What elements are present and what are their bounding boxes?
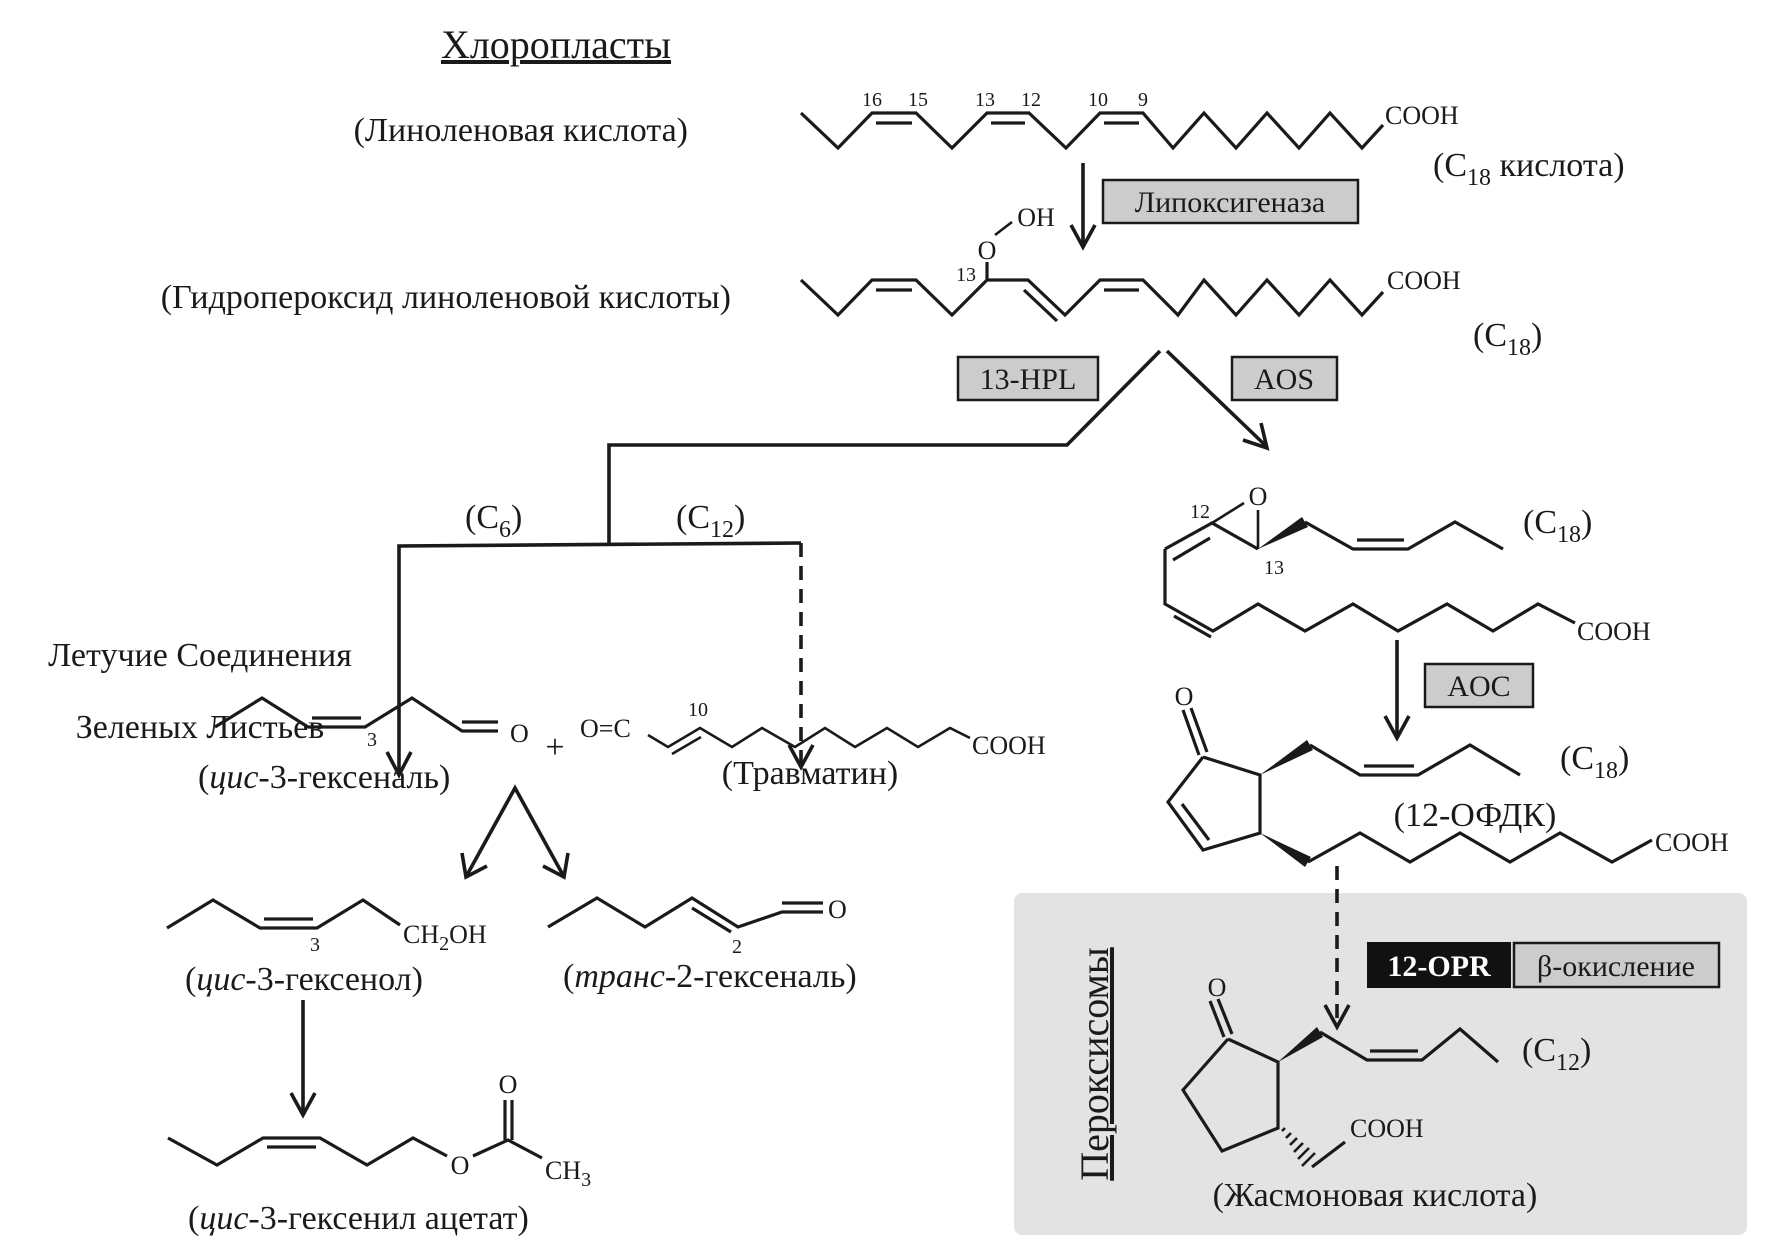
c6-branch [397,541,802,773]
hpl-branch-line [607,349,1162,543]
lipoxygenase-box [1101,178,1360,225]
linolenic-acid-label: (Линоленовая кислота) [354,112,688,149]
position-label: 16 [862,89,882,111]
position-label: 12 [1190,501,1210,523]
arrowhead-icon [1242,422,1270,451]
opda-formula-label: (C18) [1560,740,1629,784]
allene-oxide-formula-label: (C18) [1523,504,1592,548]
jasmonic-acid-label: (Жасмоновая кислота) [1213,1177,1538,1214]
arrowhead-icon [460,852,488,880]
hydroperoxide-structure: O OH 13 COOH (C18) [799,203,1542,361]
hydroxyl-group: OH [1017,203,1055,232]
aoc-label: AOC [1447,670,1510,703]
cis-3-hexenol-label: (цис-3-гексенол) [185,961,423,998]
trans-2-hexenal-structure: O 2 [547,895,847,958]
position-label: 2 [732,936,742,958]
aos-arrow [1165,349,1267,447]
arrowhead-icon [787,744,815,771]
position-label: 13 [1264,557,1284,579]
carbonyl-oxygen: O [499,1070,518,1099]
arrowhead-icon [385,751,413,779]
jasmonic-formula-label: (C12) [1522,1032,1591,1076]
hpl-box [956,355,1100,402]
peroxisomes-title: Пероксисомы [1072,947,1117,1180]
position-label: 10 [688,699,708,721]
plus-sign: + [545,729,564,766]
cooh-group: COOH [1655,828,1729,857]
carbonyl-oxygen: O [1208,973,1227,1002]
cis-3-hexenal-label: (цис-3-гексеналь) [198,759,450,796]
position-label: 12 [1021,89,1041,111]
position-label: 10 [1088,89,1108,111]
traumatin-label: (Травматин) [722,755,898,792]
linolenic-acid-structure: 16 15 13 12 10 9 COOH (C18 кислота) [799,89,1625,191]
aos-box [1230,355,1339,402]
hydroxymethyl-group: CH2OH [403,920,487,955]
hydroperoxide-label: (Гидропероксид линоленовой кислоты) [161,279,731,316]
position-label: 3 [310,934,320,956]
cooh-group: COOH [1577,617,1651,646]
c12-label: (C12) [676,499,745,543]
opr-box [1367,942,1511,988]
glv-label-line2: Зеленых Листьев [76,709,325,746]
cooh-group: COOH [1385,101,1459,130]
hexenal-split-arrows [465,784,565,876]
position-label: 3 [367,729,377,751]
glv-label-line1: Летучие Соединения [48,637,352,674]
position-label: 15 [908,89,928,111]
allene-oxide-structure: O 12 13 COOH (C18) [1163,482,1651,646]
cis-3-hexenyl-acetate-label: (цис-3-гексенил ацетат) [188,1200,529,1237]
hpl-label: 13-HPL [980,363,1077,396]
oxygen-atom: O [978,236,997,265]
cis-3-hexenyl-acetate-structure: O O CH3 [167,1070,591,1191]
cis-3-hexenol-structure: 3 CH2OH [166,898,487,956]
beta-oxidation-box [1512,941,1721,989]
aldehyde-head: O=C [580,714,631,743]
position-label: 13 [956,264,976,286]
arrowhead-icon [1323,1004,1351,1031]
opda-structure: O COOH (C18) (12-ОФДК) [1165,682,1729,867]
aos-label: AOS [1254,363,1314,396]
cis-3-hexenal-structure: O 3 [214,696,529,751]
ester-oxygen: O [451,1151,470,1180]
lipoxygenase-label: Липоксигеназа [1135,186,1325,219]
arrowhead-icon [1069,224,1097,251]
oxygen-atom: O [828,895,847,924]
jasmonic-acid-structure: O COOH (C12) [1181,973,1591,1169]
hydroperoxide-formula-label: (C18) [1473,317,1542,361]
carbonyl-oxygen: O [1175,682,1194,711]
linolenic-formula-label: (C18 кислота) [1433,147,1625,191]
cooh-group: COOH [1350,1114,1424,1143]
trans-2-hexenal-label: (транс-2-гексеналь) [563,958,857,995]
methyl-group: CH3 [545,1156,591,1191]
beta-oxidation-label: β-окисление [1537,950,1695,983]
oxygen-atom: O [510,719,529,748]
chloroplasts-title: Хлоропласты [441,22,671,67]
arrowhead-icon [289,1092,317,1119]
opda-label: (12-ОФДК) [1394,797,1557,834]
arrowhead-icon [542,852,570,880]
trans-double-bond [1022,288,1059,323]
opr-label: 12-OPR [1387,950,1491,983]
traumatin-structure: O=C 10 COOH [580,699,1046,760]
c6-label: (C6) [465,499,522,543]
aoc-box [1423,662,1535,709]
epoxide-oxygen: O [1249,482,1268,511]
cooh-group: COOH [972,731,1046,760]
hashed-bond [1281,1127,1316,1167]
cooh-group: COOH [1387,266,1461,295]
position-label: 9 [1138,89,1148,111]
position-label: 13 [975,89,995,111]
arrowhead-icon [1383,715,1411,742]
